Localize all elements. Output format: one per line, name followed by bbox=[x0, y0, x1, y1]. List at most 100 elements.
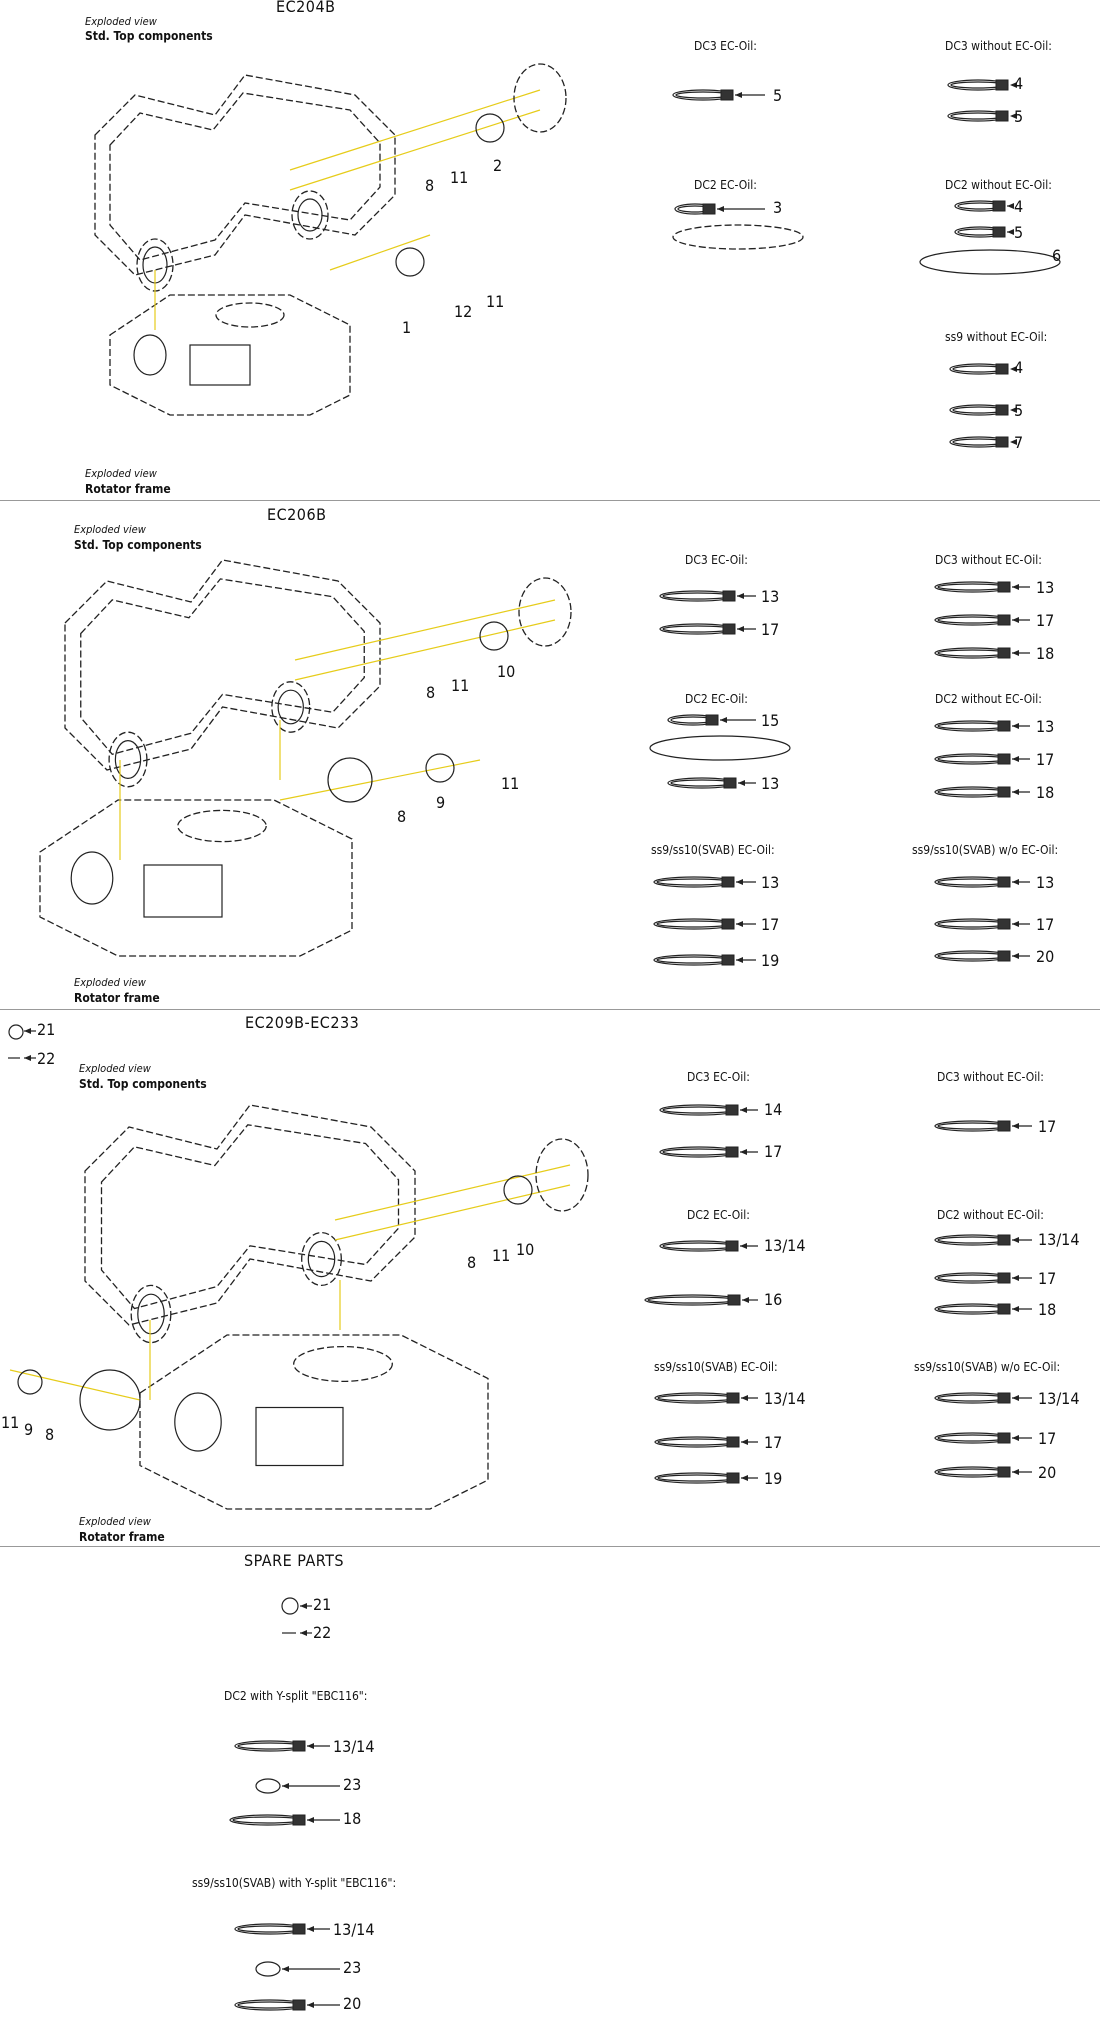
cable-icon bbox=[662, 1106, 736, 1114]
frame-block bbox=[255, 1406, 344, 1467]
cable-connector bbox=[995, 436, 1009, 448]
group-title: ss9/ss10(SVAB) w/o EC-Oil: bbox=[912, 843, 1059, 857]
group-title: DC3 without EC-Oil: bbox=[937, 1070, 1044, 1084]
cable-icon bbox=[656, 920, 732, 928]
cable-connector bbox=[705, 714, 719, 726]
item-number: 13/14 bbox=[1038, 1230, 1080, 1249]
alignment-line bbox=[294, 619, 556, 681]
item-number: 7 bbox=[1014, 433, 1024, 452]
cable-connector bbox=[720, 89, 734, 101]
cable-connector bbox=[995, 79, 1009, 91]
bearing-ring bbox=[108, 731, 148, 788]
callout-number: 10 bbox=[497, 662, 516, 681]
item-number: 17 bbox=[761, 915, 780, 934]
callout-arrowhead bbox=[737, 593, 744, 599]
item-number: 18 bbox=[343, 1809, 362, 1828]
cable-connector bbox=[997, 1234, 1011, 1246]
bearing-ring bbox=[114, 739, 142, 779]
callout-number: 8 bbox=[426, 683, 436, 702]
callout-number: 2 bbox=[493, 156, 503, 175]
callout-number: 22 bbox=[37, 1049, 56, 1068]
item-number: 16 bbox=[764, 1290, 783, 1309]
cable-loop bbox=[919, 249, 1061, 275]
group-title: ss9 without EC-Oil: bbox=[945, 330, 1048, 344]
exploded-view-label: Exploded view bbox=[74, 523, 146, 536]
cable-icon bbox=[657, 1474, 737, 1482]
section-title: EC204B bbox=[276, 0, 336, 16]
callout-arrowhead bbox=[1007, 229, 1014, 235]
item-number: 13 bbox=[1036, 873, 1055, 892]
bearing-ring bbox=[297, 198, 323, 232]
cable-connector bbox=[997, 876, 1011, 888]
bearing-ring bbox=[130, 1284, 172, 1344]
cable-icon bbox=[937, 583, 1008, 591]
cable-connector bbox=[292, 1923, 306, 1935]
callout-arrowhead bbox=[735, 92, 742, 98]
cable-connector bbox=[995, 404, 1009, 416]
callout-number: 11 bbox=[492, 1246, 511, 1265]
group-title: DC2 without EC-Oil: bbox=[935, 692, 1042, 706]
callout-arrowhead bbox=[300, 1603, 307, 1609]
part-disc bbox=[503, 1175, 533, 1205]
callout-arrowhead bbox=[307, 1817, 314, 1823]
callout-arrowhead bbox=[1012, 650, 1019, 656]
cable-connector bbox=[702, 203, 716, 215]
cable-icon bbox=[937, 1434, 1008, 1442]
section-separator-2 bbox=[0, 1009, 1100, 1010]
callout-number: 9 bbox=[24, 1420, 34, 1439]
item-number: 17 bbox=[1036, 750, 1055, 769]
top-component-outline bbox=[80, 578, 365, 755]
callout-number: 8 bbox=[397, 807, 407, 826]
cable-icon bbox=[937, 1122, 1008, 1130]
item-number: 17 bbox=[1036, 611, 1055, 630]
callout-arrowhead bbox=[300, 1630, 307, 1636]
item-number: 5 bbox=[773, 86, 783, 105]
callout-number: 11 bbox=[501, 774, 520, 793]
cable-connector bbox=[997, 753, 1011, 765]
group-title: DC3 without EC-Oil: bbox=[945, 39, 1052, 53]
cable-connector bbox=[997, 1303, 1011, 1315]
group-title: ss9/ss10(SVAB) EC-Oil: bbox=[651, 843, 775, 857]
group-title: DC3 EC-Oil: bbox=[694, 39, 757, 53]
cable-icon bbox=[237, 1742, 303, 1750]
cable-connector bbox=[997, 950, 1011, 962]
callout-number: 8 bbox=[45, 1425, 55, 1444]
callout-arrowhead bbox=[740, 1149, 747, 1155]
top-component-outline bbox=[109, 92, 381, 261]
cable-loop bbox=[672, 224, 804, 250]
callout-arrowhead bbox=[1012, 953, 1019, 959]
alignment-line bbox=[9, 1369, 141, 1401]
cable-connector bbox=[721, 876, 735, 888]
cable-icon bbox=[937, 788, 1008, 796]
item-number: 13/14 bbox=[1038, 1389, 1080, 1408]
cable-icon bbox=[937, 1236, 1008, 1244]
callout-number: 21 bbox=[37, 1020, 56, 1039]
top-component-outline bbox=[94, 74, 396, 276]
item-number: 22 bbox=[313, 1623, 332, 1642]
item-number: 3 bbox=[773, 198, 783, 217]
cable-icon bbox=[656, 878, 732, 886]
callout-arrowhead bbox=[24, 1055, 31, 1061]
exploded-view-label: Exploded view bbox=[74, 976, 146, 989]
part-disc bbox=[17, 1369, 43, 1395]
bearing-ring bbox=[277, 689, 304, 725]
cable-connector bbox=[995, 110, 1009, 122]
item-number: 13/14 bbox=[333, 1920, 375, 1939]
callout-arrowhead bbox=[1012, 723, 1019, 729]
cable-connector bbox=[726, 1392, 740, 1404]
cable-icon bbox=[662, 1148, 736, 1156]
cable-icon bbox=[937, 1468, 1008, 1476]
item-number: 21 bbox=[313, 1595, 332, 1614]
item-number: 20 bbox=[343, 1994, 362, 2013]
group-title: ss9/ss10(SVAB) with Y-split "EBC116": bbox=[192, 1876, 397, 1890]
group-title: DC2 without EC-Oil: bbox=[937, 1208, 1044, 1222]
cable-connector bbox=[292, 1740, 306, 1752]
callout-arrowhead bbox=[1010, 366, 1017, 372]
cable-icon bbox=[937, 878, 1008, 886]
alignment-line bbox=[294, 599, 556, 661]
part-disc bbox=[479, 621, 509, 651]
cable-loop bbox=[649, 735, 791, 761]
callout-arrowhead bbox=[1012, 1395, 1019, 1401]
callout-number: 10 bbox=[516, 1240, 535, 1259]
bearing-ring bbox=[301, 1231, 342, 1287]
